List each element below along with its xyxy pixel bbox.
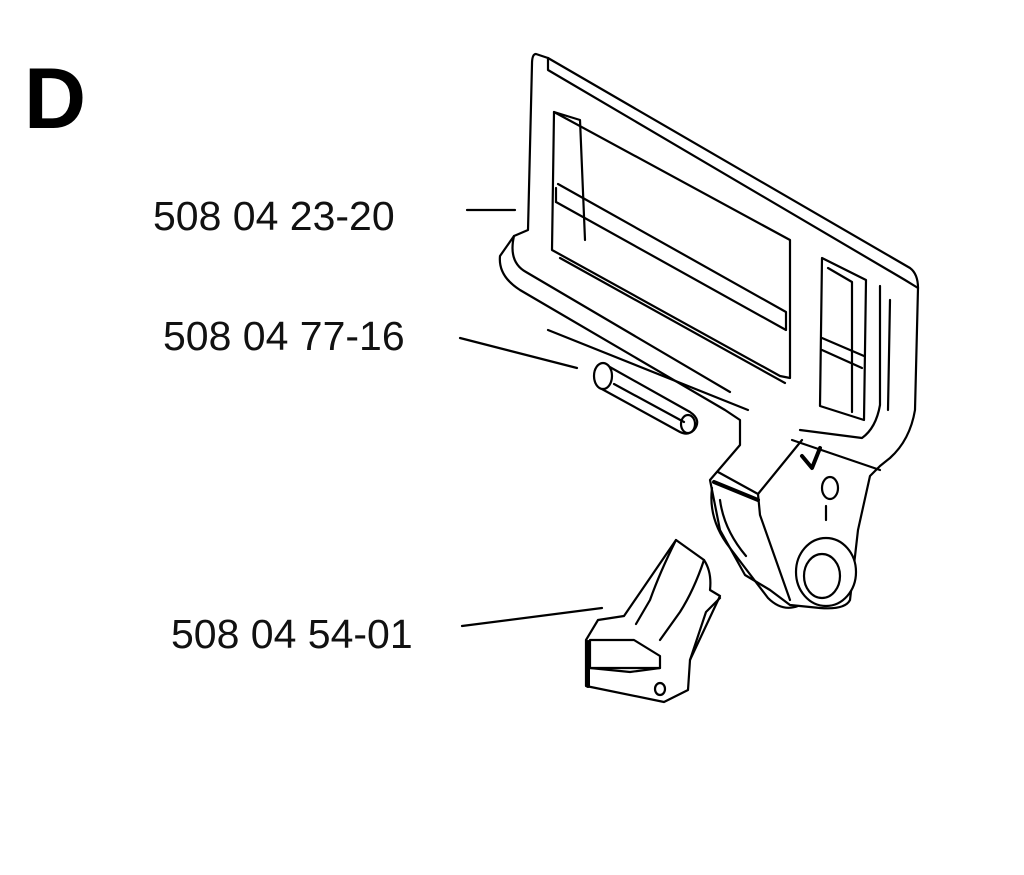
- chain-brake-guard-drawing: [498, 52, 920, 610]
- brake-lever-drawing: [584, 538, 722, 704]
- part-label-pivot-pin: 508 04 77-16: [163, 313, 405, 359]
- leader-line-pin: [458, 336, 579, 370]
- part-label-chain-brake-guard: 508 04 23-20: [153, 193, 395, 239]
- pivot-pin-drawing: [592, 361, 699, 435]
- leader-line-lever: [460, 606, 604, 628]
- section-letter: D: [24, 51, 87, 147]
- part-label-brake-lever: 508 04 54-01: [171, 611, 413, 657]
